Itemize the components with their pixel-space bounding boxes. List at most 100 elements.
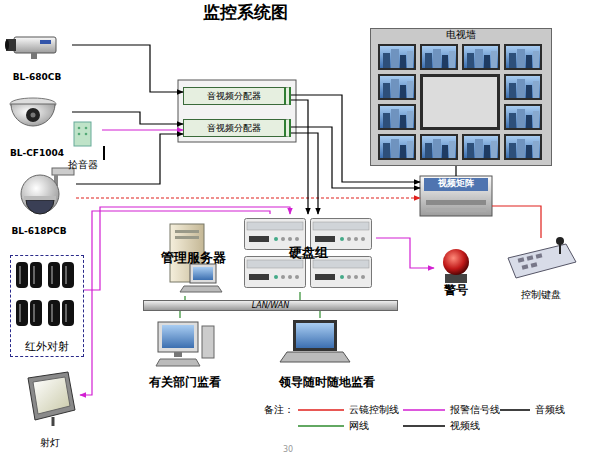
legend-line-sample [403,421,445,431]
signal-connector [184,296,185,300]
spotlight-illustration [33,377,70,414]
legend-line-sample [403,409,445,411]
server-illustration [180,286,222,292]
signal-connector [80,211,270,395]
laptop-illustration [293,320,337,351]
alarm-siren-illustration [443,249,469,283]
tv-wall-illustration [504,134,542,160]
infrared-beam-illustration [51,304,53,322]
tv-wall-illustration [378,44,416,70]
signal-connector [319,311,320,318]
camera-node: BL-618PCB [2,168,76,236]
signal-connector [291,95,420,182]
signal-connector [72,112,183,124]
infrared-beam-illustration [19,266,21,284]
control-keyboard-illustration [508,237,576,278]
legend-line-sample [298,421,344,431]
tv-wall-illustration [462,134,500,160]
legend-text: 音频线 [535,404,565,416]
node-label: 控制键盘 [521,289,561,301]
node-label: BL-618PCB [11,226,66,236]
node-label: 拾音器 [68,159,98,171]
spotlight-node: 射灯 [20,368,80,448]
desktop-pc-illustration [162,325,194,348]
distributor-rack [178,80,296,142]
tv-wall-illustration [378,104,416,130]
tv-wall-illustration [423,77,497,127]
dvr-group-illustration [245,219,372,288]
speed-dome-illustration [21,168,74,214]
infrared-beam-illustration [62,262,74,288]
speed-dome-illustration [24,196,56,200]
distributor-rack [178,80,296,142]
spotlight-illustration [28,372,75,426]
legend-line-sample [403,405,445,415]
video-matrix-illustration [424,178,488,191]
infrared-beam-illustration [48,262,60,288]
signal-connector [291,127,420,188]
legend-entry: 报警信号线 [403,403,500,417]
control-keyboard-illustration [536,253,543,258]
infrared-beam-illustration [33,304,35,322]
desktop-pc-illustration [202,326,214,358]
node-label: LAN/WAN [252,301,290,310]
video-matrix-illustration [420,176,492,216]
video-matrix-box: 视频矩阵 [420,176,492,216]
distributor-box: 音视频分配器 [183,87,291,105]
box-camera-illustration [5,40,9,50]
microphone-illustration [78,127,81,130]
legend-entry: 网线 [298,419,369,433]
signal-connector [76,197,420,198]
signal-connector [84,207,290,290]
tv-wall-illustration [378,74,416,100]
box-camera-illustration [40,40,51,44]
control-keyboard-illustration [556,237,564,245]
signal-connector [492,206,541,238]
control-keyboard-illustration [527,255,534,260]
node-label: 电视墙 [446,29,476,41]
tv-wall-illustration [420,74,500,130]
signal-connector [102,129,183,130]
tv-wall-illustration [378,134,416,160]
node-label: 管理服务器 [161,251,226,266]
infrared-beam-illustration [33,266,35,284]
box-camera-illustration [31,53,37,59]
signal-connector [299,292,300,300]
node-label: BL-CF1004 [10,148,64,158]
laptop-node: 领导随时随地监看 [262,318,392,390]
infrared-beam-illustration [62,300,74,326]
video-matrix-illustration [420,176,492,216]
microphone-illustration [74,122,91,146]
server-illustration [193,267,213,280]
signal-connector [291,100,308,214]
legend-entry: 云镜控制线 [298,403,399,417]
server-illustration [175,230,199,233]
control-keyboard-illustration [518,257,525,262]
legend-entry: 音频线 [500,403,565,417]
legend-line-sample [500,409,530,411]
tv-wall-illustration [420,44,458,70]
infrared-beam-illustration [30,262,42,288]
node-label: 领导随时随地监看 [279,376,375,390]
signal-connector [376,238,434,268]
node-label: 红外对射 [25,341,69,354]
signal-connector [76,134,183,184]
infrared-beam-illustration [16,300,28,326]
alarm-node: 警号 [434,242,478,298]
infrared-beam-illustration [65,266,67,284]
speed-dome-illustration [21,175,59,213]
legend-text: 报警信号线 [450,404,500,416]
dvr-group-illustration [245,257,306,288]
laptop-illustration [296,323,334,348]
node-label: 警号 [444,284,468,298]
tv-wall-box: 电视墙 [370,28,552,166]
speed-dome-illustration [26,200,54,214]
camera-node: BL-680CB [2,32,72,82]
legend-line-sample [403,425,445,427]
tv-wall-illustration [462,44,500,70]
signal-connector [291,133,318,214]
dome-camera-illustration [26,108,40,122]
